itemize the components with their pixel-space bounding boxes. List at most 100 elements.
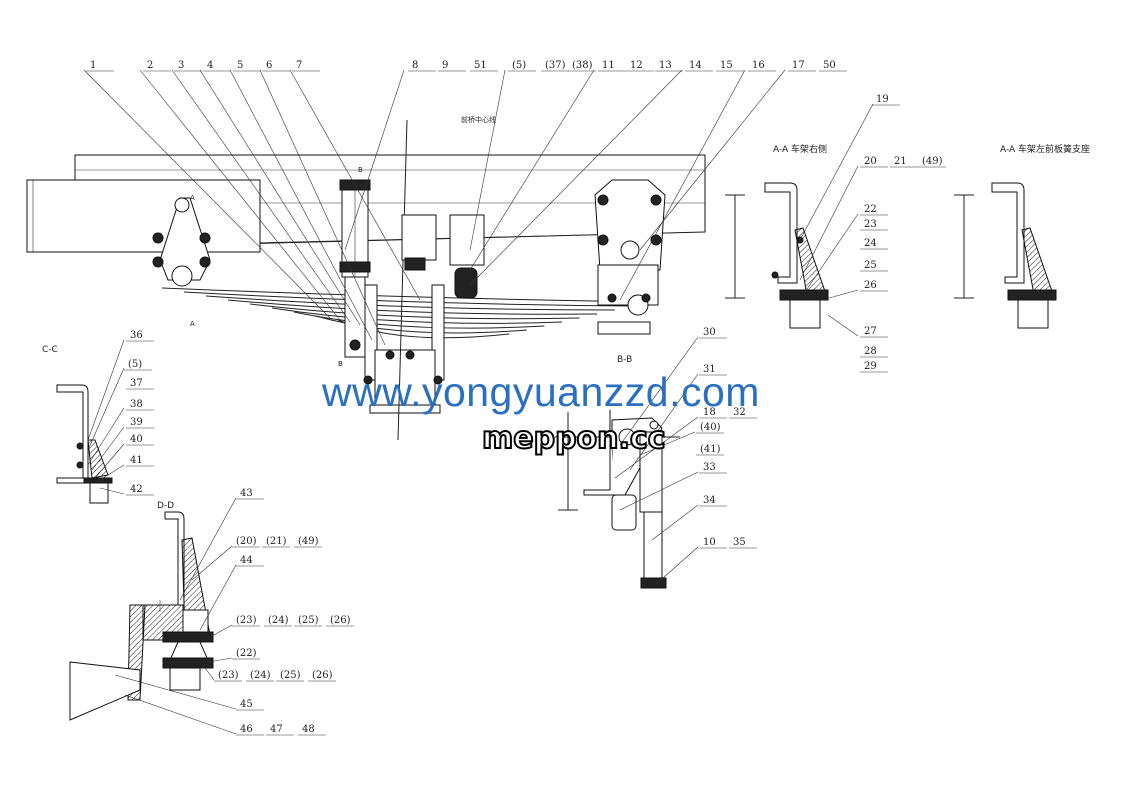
leader-line xyxy=(199,69,361,326)
part-number-label: 16 xyxy=(752,60,765,71)
part-number-label: 30 xyxy=(703,327,716,338)
part-number-label: 21 xyxy=(894,156,907,167)
part-number-label: 35 xyxy=(733,537,746,548)
spring-leaf xyxy=(205,295,615,311)
part-number-label: 32 xyxy=(733,407,746,418)
section-aa-right xyxy=(725,182,829,329)
spring-leaf xyxy=(227,299,598,315)
leader-line xyxy=(469,69,506,251)
part-number-label: (26) xyxy=(312,670,333,681)
section-mark-a: A xyxy=(190,194,195,202)
part-number-label: (25) xyxy=(298,615,319,626)
watermark-secondary: meppon.cc xyxy=(481,421,666,456)
frame-rail xyxy=(26,154,706,253)
leader-line xyxy=(469,69,683,286)
leader-line xyxy=(799,103,874,241)
leader-line xyxy=(469,69,595,271)
leader-line xyxy=(804,213,859,293)
part-number-label: 42 xyxy=(130,484,143,495)
title-aa-left: A-A 车架左前板簧支座 xyxy=(1000,143,1090,155)
part-number-label: 33 xyxy=(703,462,716,473)
axle-centerline-label: 前桥中心线 xyxy=(461,115,496,124)
section-cc xyxy=(56,384,113,504)
leader-line xyxy=(821,289,859,301)
leader-line xyxy=(229,69,373,341)
part-number-label: 39 xyxy=(130,417,143,428)
part-number-label: 31 xyxy=(703,364,716,375)
leader-lines xyxy=(83,69,874,735)
part-number-label: 11 xyxy=(602,60,615,71)
part-number-label: 43 xyxy=(240,488,253,499)
leader-line xyxy=(639,431,696,456)
leader-line xyxy=(259,69,386,346)
leader-line xyxy=(87,407,125,466)
leader-line xyxy=(199,564,237,631)
leader-line xyxy=(204,667,215,681)
part-number-label: 26 xyxy=(864,280,877,291)
part-number-label: 44 xyxy=(240,555,253,566)
part-number-label: 25 xyxy=(864,260,877,271)
part-number-label: (40) xyxy=(700,422,721,433)
part-number-label: (21) xyxy=(266,536,287,547)
leader-line xyxy=(99,487,125,495)
part-number-label: 45 xyxy=(240,699,253,710)
leader-line xyxy=(209,624,233,638)
part-number-label: 23 xyxy=(864,219,877,230)
spring-leaf xyxy=(161,287,651,303)
part-number-label: 17 xyxy=(792,60,805,71)
title-dd: D-D xyxy=(157,501,174,511)
section-bb xyxy=(555,410,680,589)
part-number-label: 9 xyxy=(442,60,448,71)
part-number-label: (38) xyxy=(572,60,593,71)
section-mark-b: B xyxy=(338,360,343,368)
leader-line xyxy=(179,497,237,601)
part-number-label: (24) xyxy=(268,615,289,626)
part-number-label: 48 xyxy=(302,724,315,735)
section-aa-left xyxy=(954,182,1057,329)
section-mark-a: A xyxy=(190,320,195,328)
part-number-label: 40 xyxy=(130,434,143,445)
part-number-label: 38 xyxy=(130,399,143,410)
leader-line xyxy=(639,69,786,251)
title-aa-right: A-A 车架右侧 xyxy=(773,143,827,155)
part-number-label: 14 xyxy=(689,60,702,71)
part-number-label: (25) xyxy=(280,670,301,681)
part-number-label: 10 xyxy=(703,537,716,548)
spring-leaf xyxy=(249,303,580,320)
part-number-label: 20 xyxy=(864,156,877,167)
part-number-label: (24) xyxy=(250,670,271,681)
leader-line xyxy=(99,464,125,481)
part-number-label: 2 xyxy=(147,60,153,71)
spring-leaf xyxy=(271,307,563,324)
leader-line xyxy=(114,674,237,710)
part-number-label: 3 xyxy=(178,60,184,71)
part-number-label: 5 xyxy=(237,60,243,71)
leader-line xyxy=(629,373,699,471)
part-number-label: (41) xyxy=(700,444,721,455)
leader-line xyxy=(124,694,237,735)
leaf-spring-stack xyxy=(161,287,651,339)
leader-line xyxy=(94,443,125,479)
leader-line xyxy=(344,69,405,251)
part-number-label: (20) xyxy=(236,536,257,547)
part-number-label: 34 xyxy=(703,495,716,506)
leader-line xyxy=(827,314,859,337)
part-number-label: (26) xyxy=(330,615,351,626)
part-number-label: (23) xyxy=(236,615,257,626)
title-bb: B-B xyxy=(617,355,632,365)
part-number-label: (22) xyxy=(236,648,257,659)
part-number-label: 19 xyxy=(876,94,889,105)
part-number-label: 36 xyxy=(130,330,143,341)
watermark-url: www.yongyuanzzd.com xyxy=(322,369,760,415)
part-number-label: 46 xyxy=(240,724,253,735)
axle-u-bolts xyxy=(339,119,485,441)
part-number-label: 47 xyxy=(270,724,283,735)
part-number-label: 51 xyxy=(474,60,487,71)
part-number-label: (49) xyxy=(298,536,319,547)
leader-line xyxy=(619,69,746,301)
part-number-label: (37) xyxy=(545,60,566,71)
front-spring-bracket xyxy=(152,197,211,287)
leader-line xyxy=(91,426,125,471)
